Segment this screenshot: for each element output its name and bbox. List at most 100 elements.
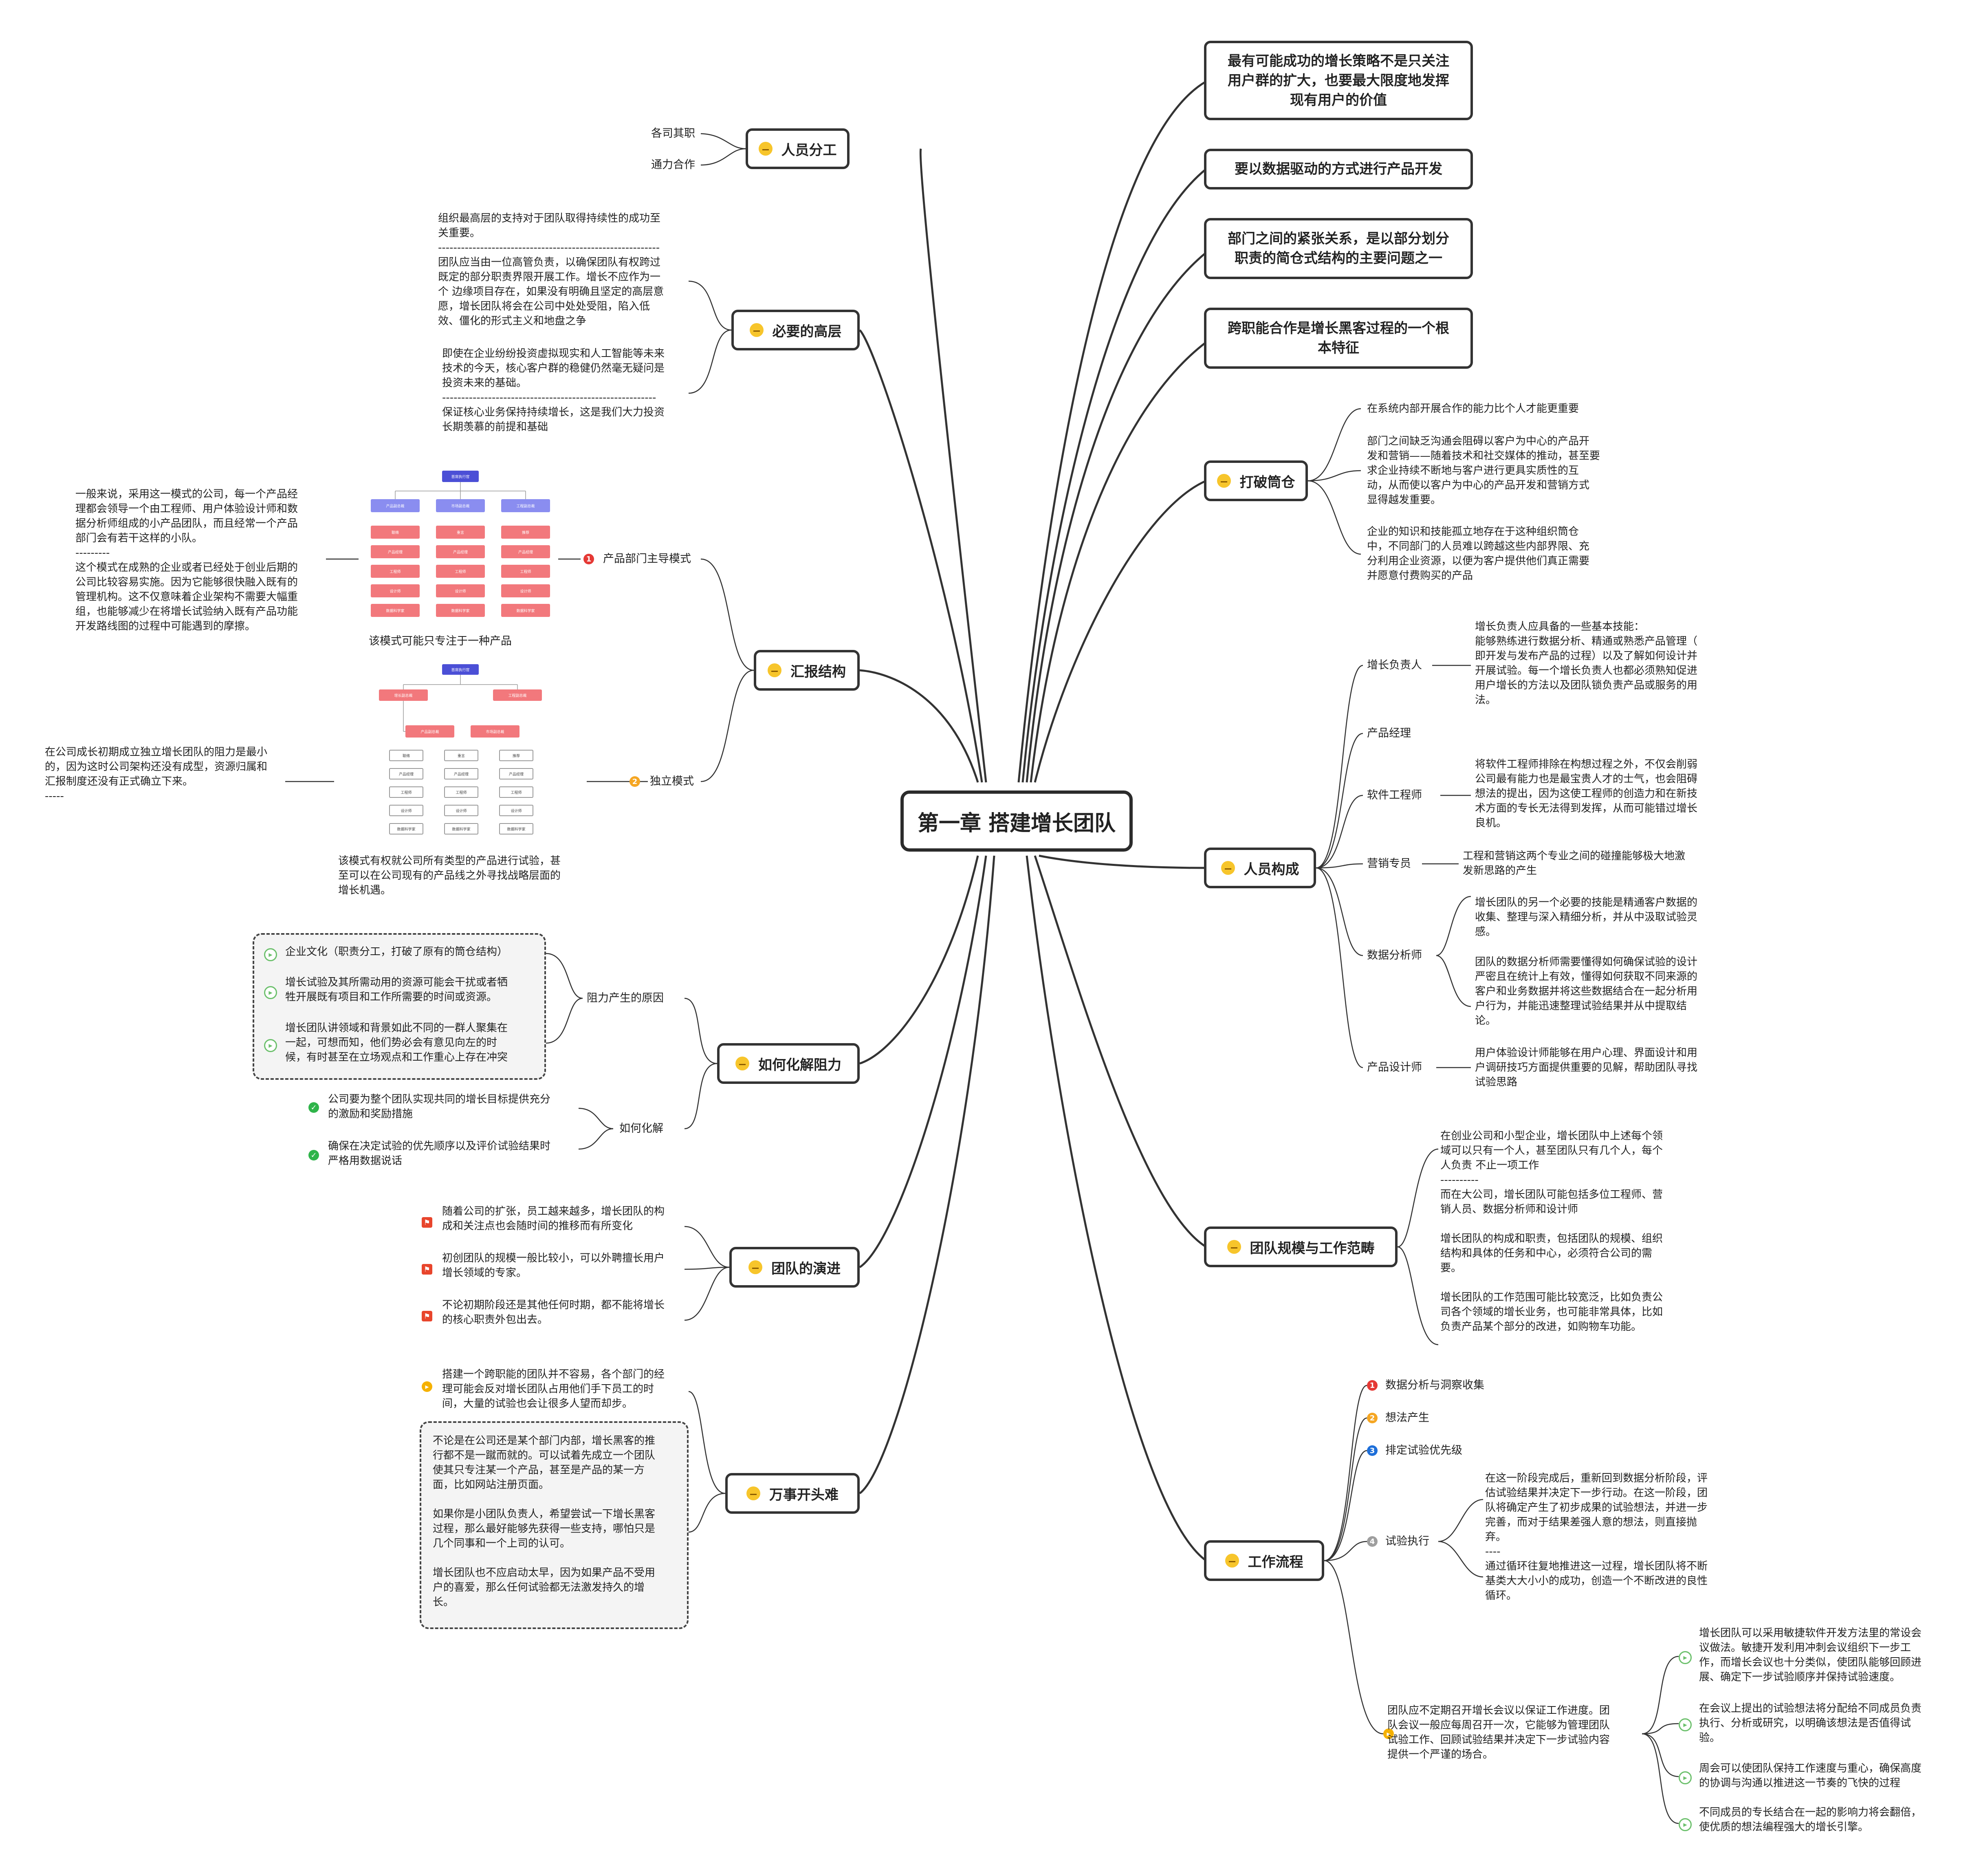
- topic-team-evolution[interactable]: 团队的演进: [729, 1247, 860, 1288]
- card-data-driven[interactable]: 要以数据驱动的方式进行产品开发: [1204, 149, 1473, 189]
- topic-division[interactable]: 人员分工: [746, 128, 850, 169]
- checkmark-icon: ✓: [308, 1150, 319, 1160]
- priority-2-icon: 2: [1367, 1413, 1378, 1423]
- mode-independent-caption: 该模式有权就公司所有类型的产品进行试验，甚 至可以在公司现有的产品线之外寻找战略…: [338, 855, 561, 896]
- mode-product-led[interactable]: 产品部门主导模式: [603, 553, 691, 565]
- org-member: 数据科学家: [501, 604, 550, 617]
- org-team: 重言: [444, 750, 478, 761]
- org-member: 数据科学家: [436, 604, 485, 617]
- org-team: 联络: [389, 750, 423, 761]
- flag-icon: ⚑: [422, 1217, 432, 1228]
- priority-1-icon: 1: [1367, 1380, 1378, 1391]
- mode-independent[interactable]: 独立模式: [650, 775, 694, 788]
- org-member: 数据科学家: [389, 823, 423, 835]
- central-topic-label: 第一章 搭建增长团队: [917, 811, 1116, 836]
- role-product-manager[interactable]: 产品经理: [1367, 727, 1411, 740]
- priority-1-icon: 1: [583, 554, 594, 564]
- org-vp: 工程副总裁: [501, 499, 550, 512]
- org-member: 工程师: [389, 786, 423, 798]
- card-data-driven-text: 要以数据驱动的方式进行产品开发: [1235, 161, 1442, 177]
- meeting-point-2: 在会议上提出的试验想法将分配给不同成员负责 执行、分析或研究，以明确该想法是否值…: [1699, 1702, 1922, 1744]
- org-member: 产品经理: [444, 768, 478, 779]
- emoji-icon: [768, 663, 781, 677]
- flag-icon: ▸: [422, 1381, 432, 1392]
- division-item-2[interactable]: 通力合作: [651, 159, 695, 171]
- org-team: 联络: [371, 526, 420, 539]
- org-team: 推荐: [501, 526, 550, 539]
- org-member: 设计师: [444, 805, 478, 816]
- topic-resistance[interactable]: 如何化解阻力: [717, 1043, 860, 1084]
- org-member: 设计师: [436, 584, 485, 597]
- emoji-icon: [748, 1260, 762, 1274]
- topic-reporting[interactable]: 汇报结构: [754, 650, 860, 691]
- emoji-icon: [746, 1486, 760, 1500]
- resistance-cause-1: 企业文化（职责分工，打破了原有的筒仓结构）: [285, 946, 508, 958]
- workflow-step-2[interactable]: 想法产生: [1385, 1411, 1429, 1424]
- topic-resistance-label: 如何化解阻力: [758, 1057, 841, 1073]
- workflow-step-1[interactable]: 数据分析与洞察收集: [1385, 1379, 1484, 1392]
- role-growth-lead[interactable]: 增长负责人: [1367, 659, 1422, 672]
- role-data-analyst-desc-2: 团队的数据分析师需要懂得如何确保试验的设计 严密且在统计上有效，懂得如何获取不同…: [1475, 956, 1698, 1027]
- topic-team-evolution-label: 团队的演进: [771, 1260, 841, 1277]
- org-member: 工程师: [436, 565, 485, 578]
- topic-breaking-silos[interactable]: 打破筒仓: [1204, 460, 1308, 501]
- role-software-engineer[interactable]: 软件工程师: [1367, 789, 1422, 801]
- org-ceo: 首席执行官: [442, 471, 479, 482]
- topic-workflow-label: 工作流程: [1248, 1554, 1303, 1570]
- resistance-solve-label[interactable]: 如何化解: [619, 1122, 663, 1135]
- org-member: 设计师: [371, 584, 420, 597]
- org-member: 产品经理: [501, 545, 550, 558]
- silos-item-2: 部门之间缺乏沟通会阻碍以客户为中心的产品开 发和营销——随着技术和社交媒体的推动…: [1367, 435, 1600, 506]
- resistance-cause-2: 增长试验及其所需动用的资源可能会干扰或者牺 牲开展既有项目和工作所需要的时间或资…: [285, 976, 508, 1003]
- resistance-solution-2: 确保在决定试验的优先顺序以及评价试验结果时 严格用数据说话: [328, 1140, 551, 1167]
- senior-text-2: 即使在企业纷纷投资虚拟现实和人工智能等未来 技术的今天，核心客户群的稳健仍然毫无…: [442, 348, 665, 433]
- topic-team-scale-label: 团队规模与工作范畴: [1250, 1240, 1375, 1257]
- play-icon: ▶: [264, 986, 277, 999]
- card-department-tension-text: 部门之间的紧张关系，是以部分划分 职责的简仓式结构的主要问题之一: [1228, 231, 1449, 266]
- org-vp: 产品副总裁: [405, 725, 454, 738]
- play-icon: ▶: [1679, 1651, 1692, 1664]
- emoji-icon: [1217, 474, 1231, 488]
- meeting-point-1: 增长团队可以采用敏捷软件开发方法里的常设会 议做法。敏捷开发利用冲刺会议组织下一…: [1699, 1627, 1922, 1683]
- org-member: 工程师: [499, 786, 533, 798]
- role-software-engineer-desc: 将软件工程师排除在构想过程之外，不仅会削弱 公司最有能力也是最宝贵人才的士气，也…: [1475, 758, 1698, 829]
- org-member: 工程师: [371, 565, 420, 578]
- workflow-step-3[interactable]: 排定试验优先级: [1385, 1444, 1462, 1457]
- topic-team-scale[interactable]: 团队规模与工作范畴: [1204, 1226, 1398, 1267]
- priority-4-icon: 4: [1367, 1536, 1378, 1547]
- org-ceo: 首席执行官: [442, 664, 479, 675]
- role-marketing[interactable]: 营销专员: [1367, 857, 1411, 870]
- role-product-designer[interactable]: 产品设计师: [1367, 1061, 1422, 1074]
- org-team: 重言: [436, 526, 485, 539]
- flag-icon: ⚑: [422, 1264, 432, 1275]
- org-chart-product-led: 首席执行官 产品副总裁 市场副总裁 工程副总裁 联络 重言 推荐 产品经理 产品…: [365, 471, 556, 625]
- play-icon: ▶: [264, 1039, 277, 1052]
- org-member: 设计师: [501, 584, 550, 597]
- org-member: 产品经理: [371, 545, 420, 558]
- resistance-causes-label[interactable]: 阻力产生的原因: [587, 992, 664, 1004]
- org-vp: 市场副总裁: [471, 725, 519, 738]
- evolution-item-1: 随着公司的扩张，员工越来越多，增长团队的构 成和关注点也会随时间的推移而有所变化: [442, 1205, 665, 1232]
- emoji-icon: [735, 1057, 749, 1070]
- card-cross-functional[interactable]: 跨职能合作是增长黑客过程的一个根 本特征: [1204, 308, 1473, 369]
- org-team: 推荐: [499, 750, 533, 761]
- card-growth-strategy[interactable]: 最有可能成功的增长策略不是只关注 用户群的扩大，也要最大限度地发挥 现有用户的价…: [1204, 41, 1473, 120]
- flag-icon: ▸: [1383, 1728, 1394, 1739]
- emoji-icon: [749, 323, 764, 337]
- getting-started-box: [420, 1421, 689, 1629]
- emoji-icon: [1221, 861, 1235, 875]
- topic-getting-started[interactable]: 万事开头难: [725, 1473, 860, 1514]
- card-department-tension[interactable]: 部门之间的紧张关系，是以部分划分 职责的简仓式结构的主要问题之一: [1204, 218, 1473, 279]
- central-topic[interactable]: 第一章 搭建增长团队: [900, 790, 1133, 852]
- workflow-step-4[interactable]: 试验执行: [1385, 1535, 1429, 1548]
- senior-text-1: 组织最高层的支持对于团队取得持续性的成功至 关重要。 -------------…: [438, 212, 664, 327]
- division-item-1[interactable]: 各司其职: [651, 127, 695, 140]
- topic-reporting-label: 汇报结构: [790, 663, 846, 680]
- topic-staffing[interactable]: 人员构成: [1204, 848, 1316, 888]
- topic-senior-support[interactable]: 必要的高层: [731, 310, 860, 350]
- topic-workflow[interactable]: 工作流程: [1204, 1540, 1324, 1581]
- emoji-icon: [758, 142, 773, 156]
- org-member: 设计师: [389, 805, 423, 816]
- role-data-analyst[interactable]: 数据分析师: [1367, 949, 1422, 962]
- workflow-meeting: 团队应不定期召开增长会议以保证工作进度。团 队会议一般应每周召开一次，它能够为管…: [1387, 1704, 1610, 1761]
